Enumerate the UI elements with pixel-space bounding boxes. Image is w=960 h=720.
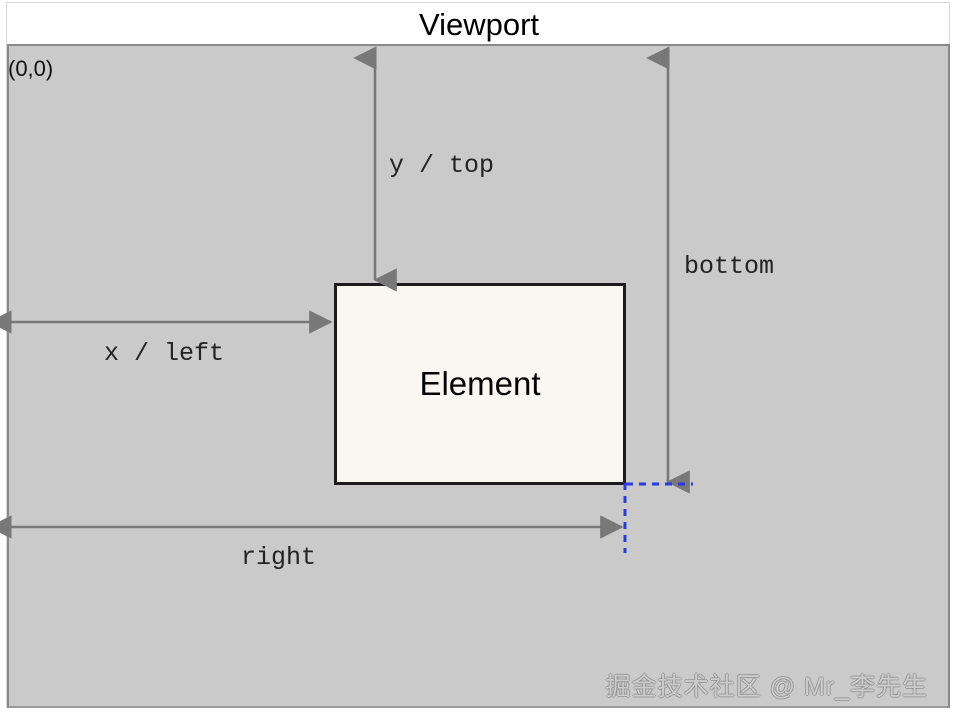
measurement-label-top: y / top — [389, 151, 495, 180]
origin-coordinate-label: (0,0) — [8, 56, 54, 81]
measurement-label-right: right — [241, 543, 317, 572]
watermark-text: 掘金技术社区 @ Mr_李先生 — [605, 673, 928, 701]
element-box-label: Element — [419, 365, 541, 402]
measurement-label-left: x / left — [104, 339, 225, 368]
element-box: Element — [334, 283, 626, 485]
measurement-label-bottom: bottom — [684, 252, 775, 281]
viewport-title: Viewport — [418, 7, 540, 42]
